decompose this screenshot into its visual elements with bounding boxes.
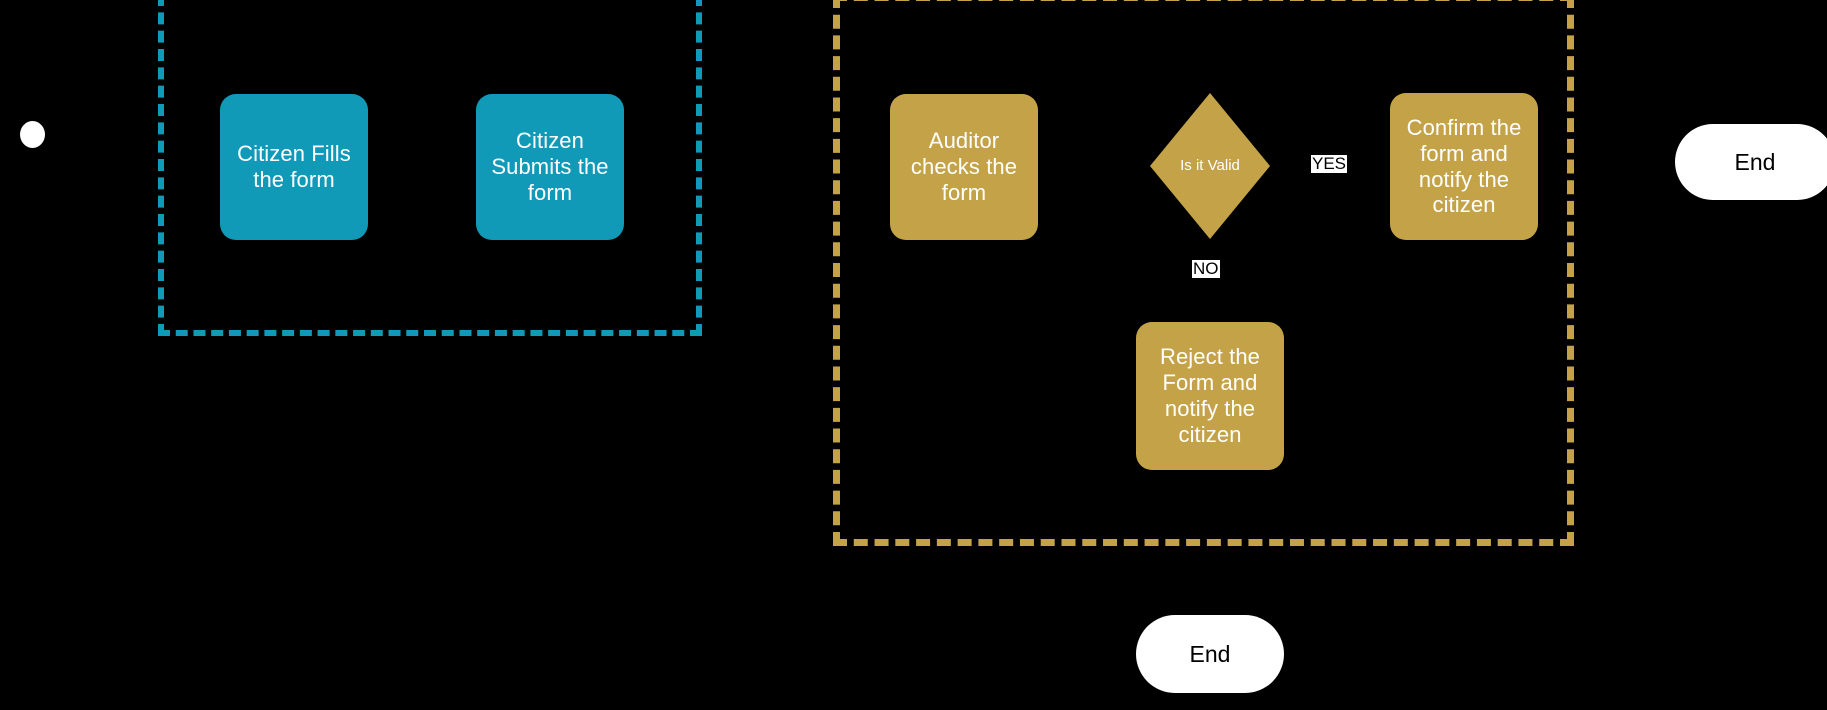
auditor-lane-group: [833, 0, 1574, 546]
node-auditor-checks-the-form[interactable]: Auditor checks the form: [890, 94, 1038, 240]
edge-label-yes: YES: [1311, 154, 1348, 173]
node-citizen-submits-the-form[interactable]: Citizen Submits the form: [476, 94, 624, 240]
citizen-lane-group: [158, 0, 702, 336]
node-reject-the-form-and-notify-the-citizen[interactable]: Reject the Form and notify the citizen: [1136, 322, 1284, 470]
start-node-icon[interactable]: [20, 121, 45, 148]
end-node-bottom[interactable]: End: [1136, 615, 1284, 693]
node-confirm-the-form-and-notify-the-citizen[interactable]: Confirm the form and notify the citizen: [1390, 93, 1538, 240]
node-is-it-valid-decision[interactable]: Is it Valid: [1150, 93, 1270, 239]
node-citizen-fills-the-form[interactable]: Citizen Fills the form: [220, 94, 368, 240]
end-node-right[interactable]: End: [1675, 124, 1827, 200]
edge-label-no: NO: [1192, 259, 1220, 278]
decision-label: Is it Valid: [1180, 157, 1240, 175]
